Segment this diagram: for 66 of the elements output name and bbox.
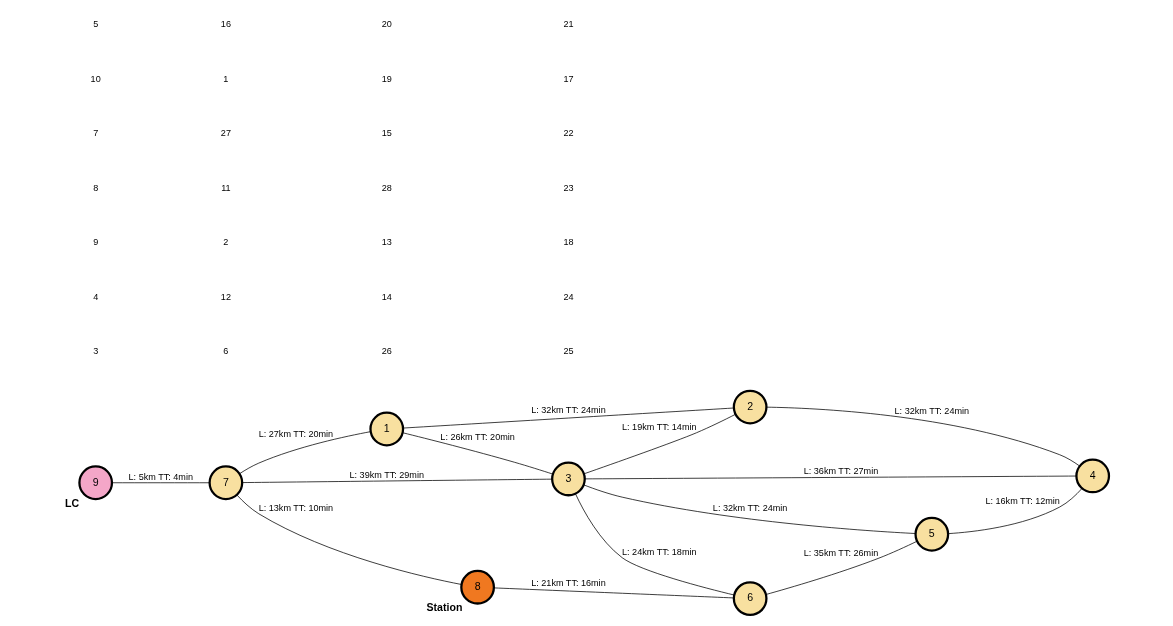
edge-label: L: 5km TT: 4min (128, 472, 193, 483)
label: 15 (381, 128, 392, 139)
node-circle: 5 (913, 516, 949, 552)
label: 14 (381, 291, 392, 302)
label: 11 (220, 182, 231, 193)
label: 8 (92, 182, 98, 193)
node-circle: 1 (368, 411, 404, 447)
node-circle: 3 (550, 461, 586, 497)
label: 19 (381, 73, 392, 84)
label: 7 (92, 128, 98, 139)
node-label: Station (426, 601, 462, 614)
connector (401, 432, 553, 475)
connector (402, 407, 734, 429)
connector (947, 488, 1082, 534)
label: 2 (222, 237, 228, 248)
label: 28 (381, 182, 392, 193)
label: 22 (562, 128, 574, 139)
label: 5 (92, 19, 98, 30)
connector (765, 406, 1080, 467)
node-circle: 2 (732, 389, 768, 425)
edge-label: L: 35km TT: 26min (803, 547, 878, 558)
connector (582, 484, 916, 534)
connector (493, 587, 734, 599)
node-circle: 7 (208, 465, 243, 501)
connector (584, 475, 1077, 480)
edge-label: L: 27km TT: 20min (258, 429, 333, 440)
connector (236, 494, 462, 585)
edge-label: L: 36km TT: 27min (803, 466, 878, 477)
connector (765, 540, 917, 595)
edge-label: L: 39km TT: 29min (349, 469, 424, 480)
node-circle: 8 (459, 569, 495, 605)
edge-label: L: 24km TT: 18min (621, 547, 697, 558)
edge-label: L: 32km TT: 24min (712, 503, 787, 514)
edge-label: L: 32km TT: 24min (894, 405, 969, 416)
edge-label: L: 16km TT: 12min (984, 496, 1060, 507)
label: 13 (381, 237, 392, 248)
edge-label: L: 19km TT: 14min (621, 422, 697, 433)
label: 24 (562, 291, 574, 302)
edge-label: L: 26km TT: 20min (439, 432, 515, 443)
label: 26 (381, 346, 392, 357)
node-label: LC (64, 496, 79, 509)
label: 20 (381, 19, 392, 30)
label: 6 (222, 346, 228, 357)
label: 17 (562, 73, 574, 84)
connector (241, 478, 552, 483)
label: 3 (92, 346, 98, 357)
label: 1 (222, 73, 228, 84)
edge-label: L: 32km TT: 24min (530, 404, 606, 415)
connector (574, 493, 735, 596)
node-circle: 4 (1074, 458, 1110, 494)
label: 10 (90, 73, 101, 84)
connector (111, 482, 210, 484)
label: 12 (220, 291, 231, 302)
connector (238, 431, 371, 474)
label: 18 (562, 237, 574, 248)
label: 27 (220, 128, 231, 139)
label: 25 (562, 346, 574, 357)
label: 4 (92, 291, 98, 302)
edge-label: L: 13km TT: 10min (258, 503, 333, 514)
connector (583, 413, 736, 475)
label: 23 (562, 182, 574, 193)
label: 16 (220, 19, 231, 30)
edge-label: L: 21km TT: 16min (530, 578, 606, 589)
node-circle: 6 (732, 581, 768, 616)
label: 21 (562, 19, 574, 30)
label: 9 (92, 237, 98, 248)
